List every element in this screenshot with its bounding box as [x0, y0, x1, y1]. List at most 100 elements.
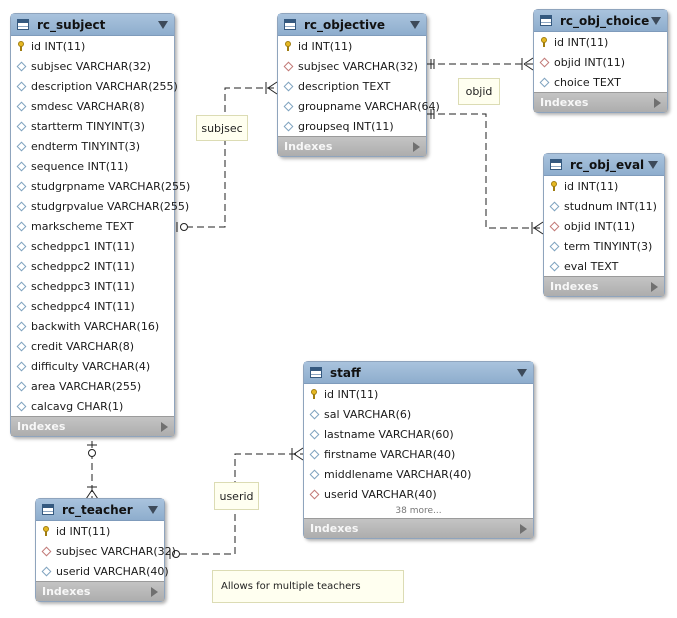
table-name: rc_obj_choice — [560, 13, 650, 28]
column-row[interactable]: id INT(11) — [304, 384, 533, 404]
table-staff[interactable]: staff id INT(11) sal VARCHAR(6) lastname VA… — [303, 361, 534, 539]
column-label: smdesc VARCHAR(8) — [31, 99, 145, 113]
column-row[interactable]: schedppc3 INT(11) — [11, 276, 174, 296]
expand-arrow-icon[interactable] — [413, 141, 420, 152]
column-row[interactable]: middlename VARCHAR(40) — [304, 464, 533, 484]
column-row[interactable]: id INT(11) — [278, 36, 426, 56]
column-row[interactable]: difficulty VARCHAR(4) — [11, 356, 174, 376]
table-header[interactable]: rc_obj_choice — [534, 10, 667, 32]
column-row[interactable]: sequence INT(11) — [11, 156, 174, 176]
table-icon — [17, 19, 29, 30]
expand-arrow-icon[interactable] — [520, 523, 527, 534]
column-row[interactable]: term TINYINT(3) — [544, 236, 664, 256]
more-columns-indicator[interactable]: 38 more... — [395, 506, 442, 516]
column-label: endterm TINYINT(3) — [31, 139, 141, 153]
column-row[interactable]: studgrpname VARCHAR(255) — [11, 176, 190, 196]
table-name: rc_subject — [37, 17, 106, 32]
column-row[interactable]: eval TEXT — [544, 256, 664, 276]
column-label: schedppc4 INT(11) — [31, 299, 135, 313]
table-header[interactable]: rc_teacher — [36, 499, 164, 521]
collapse-arrow-icon[interactable] — [651, 16, 661, 25]
column-row[interactable]: objid INT(11) — [544, 216, 664, 236]
table-header[interactable]: rc_objective — [278, 14, 426, 36]
relationship-subject-objective[interactable] — [176, 81, 278, 232]
expand-arrow-icon[interactable] — [151, 586, 158, 597]
column-row[interactable]: id INT(11) — [544, 176, 664, 196]
column-row[interactable]: credit VARCHAR(8) — [11, 336, 174, 356]
column-label: id INT(11) — [324, 387, 379, 401]
column-row[interactable]: choice TEXT — [534, 72, 667, 92]
column-row[interactable]: id INT(11) — [534, 32, 667, 52]
collapse-arrow-icon[interactable] — [158, 20, 168, 29]
indexes-footer[interactable]: Indexes — [304, 518, 533, 538]
column-row[interactable]: description TEXT — [278, 76, 426, 96]
column-row[interactable]: groupseq INT(11) — [278, 116, 426, 136]
column-row[interactable]: subjsec VARCHAR(32) — [278, 56, 426, 76]
expand-arrow-icon[interactable] — [651, 281, 658, 292]
relationship-objective-eval[interactable] — [427, 109, 544, 235]
indexes-footer[interactable]: Indexes — [544, 276, 664, 296]
column-row[interactable]: markscheme TEXT — [11, 216, 174, 236]
column-label: subjsec VARCHAR(32) — [56, 544, 176, 558]
column-row[interactable]: subjsec VARCHAR(32) — [36, 541, 176, 561]
column-row[interactable]: objid INT(11) — [534, 52, 667, 72]
column-icon — [15, 220, 27, 232]
relationship-objective-choice[interactable] — [427, 57, 534, 71]
column-icon — [15, 140, 27, 152]
column-row[interactable]: smdesc VARCHAR(8) — [11, 96, 174, 116]
table-header[interactable]: rc_subject — [11, 14, 174, 36]
collapse-arrow-icon[interactable] — [517, 368, 527, 377]
collapse-arrow-icon[interactable] — [148, 505, 158, 514]
table-header[interactable]: staff — [304, 362, 533, 384]
column-row[interactable]: calcavg CHAR(1) — [11, 396, 174, 416]
column-row[interactable]: sal VARCHAR(6) — [304, 404, 533, 424]
column-row[interactable]: description VARCHAR(255) — [11, 76, 178, 96]
column-row[interactable]: userid VARCHAR(40) — [304, 484, 533, 504]
column-row[interactable]: userid VARCHAR(40) — [36, 561, 169, 581]
column-row[interactable]: area VARCHAR(255) — [11, 376, 174, 396]
column-icon — [282, 120, 294, 132]
indexes-label: Indexes — [42, 585, 91, 598]
column-icon — [282, 100, 294, 112]
column-row[interactable]: schedppc4 INT(11) — [11, 296, 174, 316]
column-row[interactable]: id INT(11) — [11, 36, 174, 56]
column-row[interactable]: subjsec VARCHAR(32) — [11, 56, 174, 76]
column-row[interactable]: groupname VARCHAR(64) — [278, 96, 440, 116]
column-row[interactable]: schedppc2 INT(11) — [11, 256, 174, 276]
expand-arrow-icon[interactable] — [654, 97, 661, 108]
column-label: userid VARCHAR(40) — [324, 487, 437, 501]
table-header[interactable]: rc_obj_eval — [544, 154, 664, 176]
column-icon — [15, 60, 27, 72]
column-row[interactable]: studgrpvalue VARCHAR(255) — [11, 196, 189, 216]
column-label: lastname VARCHAR(60) — [324, 427, 454, 441]
indexes-label: Indexes — [310, 522, 359, 535]
column-label: schedppc2 INT(11) — [31, 259, 135, 273]
column-label: backwith VARCHAR(16) — [31, 319, 160, 333]
indexes-label: Indexes — [540, 96, 589, 109]
expand-arrow-icon[interactable] — [161, 421, 168, 432]
column-icon — [548, 260, 560, 272]
indexes-footer[interactable]: Indexes — [534, 92, 667, 112]
collapse-arrow-icon[interactable] — [410, 20, 420, 29]
column-row[interactable]: endterm TINYINT(3) — [11, 136, 174, 156]
column-label: credit VARCHAR(8) — [31, 339, 135, 353]
column-row[interactable]: id INT(11) — [36, 521, 164, 541]
relationship-subject-teacher[interactable] — [85, 441, 99, 500]
column-row[interactable]: lastname VARCHAR(60) — [304, 424, 533, 444]
column-row[interactable]: firstname VARCHAR(40) — [304, 444, 533, 464]
collapse-arrow-icon[interactable] — [648, 160, 658, 169]
column-row[interactable]: studnum INT(11) — [544, 196, 664, 216]
indexes-footer[interactable]: Indexes — [11, 416, 174, 436]
indexes-footer[interactable]: Indexes — [278, 136, 426, 156]
column-icon — [15, 200, 27, 212]
column-row[interactable]: backwith VARCHAR(16) — [11, 316, 174, 336]
column-label: groupseq INT(11) — [298, 119, 394, 133]
column-row[interactable]: schedppc1 INT(11) — [11, 236, 174, 256]
column-row[interactable]: startterm TINYINT(3) — [11, 116, 174, 136]
indexes-footer[interactable]: Indexes — [36, 581, 164, 601]
